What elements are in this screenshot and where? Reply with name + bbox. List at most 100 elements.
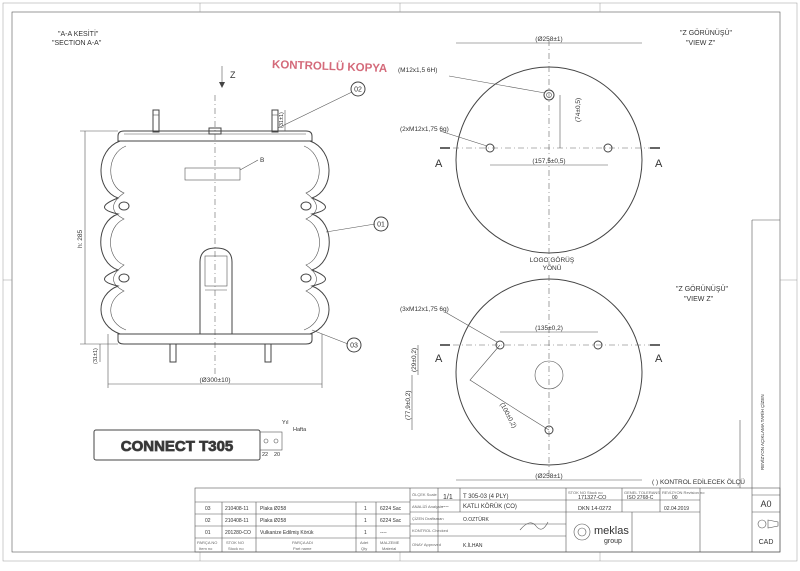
section-a-left-top: A — [435, 158, 443, 170]
bellows-section-view: B 02 01 03 h: 285 (31±1) (31±1) (Ø300±10… — [77, 81, 389, 388]
rev-label: REVİZYON Revision no — [662, 490, 705, 495]
bellows-inner-right — [303, 145, 320, 331]
d100-dim: (100±0,2) — [498, 402, 517, 430]
m12x3-dim: (3xM12x1,75 6g) — [400, 306, 449, 313]
stock-label: STOK NO Stock no — [568, 490, 603, 495]
internal-bumper — [199, 247, 233, 334]
connect-20: 20 — [274, 452, 280, 458]
dkn-no: DKN 14-0272 — [578, 506, 611, 512]
logo-view-line2: YÖNÜ — [543, 264, 562, 272]
section-label-tr: "A-A KESİTİ" — [58, 29, 99, 38]
section-a-right-top: A — [655, 158, 663, 170]
parts-row-2-code: 210408-11 — [225, 518, 249, 524]
cad-label: CAD — [759, 539, 774, 546]
view-z-bottom-en: "VIEW Z" — [684, 296, 714, 303]
bolt-hole-left — [485, 143, 495, 153]
bottom-bolt-right — [264, 343, 272, 363]
header-qty-tr: Adet — [360, 540, 369, 545]
control-note: ( ) KONTROL EDİLECEK ÖLÇÜ — [652, 477, 745, 486]
header-material-tr: MALZEME — [380, 540, 400, 545]
parts-row-3-no: 01 — [205, 530, 211, 536]
d157-dim: (157,5±0,5) — [532, 158, 565, 165]
bolt-bottom-dim: (31±1) — [93, 348, 99, 364]
header-item-en: Item no — [199, 546, 213, 551]
center-port — [543, 89, 555, 101]
bottom-bolt-left — [169, 343, 177, 363]
header-stock-tr: STOK NO — [226, 540, 244, 545]
parts-row-1-code: 210408-11 — [225, 506, 249, 512]
header-material-en: Material — [382, 546, 396, 551]
header-qty-en: Qty — [361, 546, 367, 551]
parts-table: 03 210408-11 Plaka Ø258 1 6224 Sac 02 21… — [195, 488, 411, 552]
d77-dim: (77,9±0,2) — [405, 390, 412, 420]
balloon-03 — [346, 337, 362, 353]
d29-dim: (29±0,2) — [411, 348, 418, 372]
rev-value: 00 — [672, 495, 678, 501]
title-block: 03 210408-11 Plaka Ø258 1 6224 Sac 02 21… — [194, 219, 781, 553]
connect-hafta: Hafta — [293, 427, 307, 433]
bolt-top-dim: (31±1) — [279, 112, 285, 128]
scale-label: ÖLÇEK Scale — [412, 492, 437, 497]
company-logo-icon — [573, 523, 591, 541]
bottom-hole-lower — [544, 425, 554, 435]
height-dim: h: 285 — [77, 230, 84, 248]
connect-yil: Yıl — [282, 420, 288, 426]
width-dim: (Ø300±10) — [199, 377, 230, 384]
logo-view-line1: LOGO GÖRÜŞ — [530, 256, 575, 264]
girdle-ring-left-2 — [118, 273, 130, 283]
bottom-center-boss — [534, 360, 564, 390]
connect-label: CONNECT T305 Yıl Hafta 22 20 — [93, 420, 307, 461]
parts-row-3-material: ---- — [380, 530, 387, 536]
parts-row-2-material: 6224 Sac — [380, 518, 402, 524]
header-name-en: Part name — [293, 546, 312, 551]
std-value: ISO 2768-C — [627, 495, 654, 501]
approved-by: K.İLHAN — [463, 542, 483, 549]
section-a-left-bottom: A — [435, 353, 443, 365]
scale-value: 1/1 — [443, 494, 453, 501]
top-plate-view: "Z GÖRÜNÜŞÜ" "VIEW Z" (Ø258±1) (M12x1,5 … — [398, 29, 733, 265]
detail-b-label: B — [260, 157, 264, 164]
girdle-ring-right-1 — [300, 201, 312, 211]
parts-row-3-code: 201280-CO — [225, 530, 251, 536]
company-sub: group — [604, 538, 622, 545]
parts-row-2-no: 02 — [205, 518, 211, 524]
connect-label-text: CONNECT T305 — [121, 438, 234, 455]
top-plate — [117, 130, 313, 142]
projection-symbol-icon — [757, 519, 767, 529]
d135-dim: (135±0,2) — [535, 325, 563, 332]
stock-no: 171327-CO — [578, 495, 607, 501]
svg-text:02: 02 — [354, 87, 362, 94]
drawn-by: O.OZTÜRK — [463, 516, 489, 523]
section-a-right-bottom: A — [655, 353, 663, 365]
girdle-ring-right-2 — [300, 273, 312, 283]
parts-row-2-qty: 1 — [364, 518, 367, 524]
signature-mark — [519, 521, 549, 531]
balloon-02 — [350, 81, 366, 97]
border-ticks — [3, 3, 797, 561]
svg-text:01: 01 — [377, 222, 385, 229]
bellows-inner-left — [110, 145, 127, 331]
bottom-hole-left — [495, 340, 505, 350]
company-name: meklas — [594, 525, 629, 537]
girdle-ring-left-1 — [118, 201, 130, 211]
drawn-label: ÇİZEN Draftsman — [412, 516, 444, 521]
tolerance-label: ANALİZİ Analysis — [412, 504, 443, 509]
parts-row-1-material: 6224 Sac — [380, 506, 402, 512]
parts-row-1-name: Plaka Ø258 — [260, 506, 286, 512]
view-z-bottom-tr: "Z GÖRÜNÜŞÜ" — [676, 285, 729, 293]
top-dia-dim: (Ø258±1) — [535, 36, 562, 43]
date-value: 02.04.2019 — [664, 506, 689, 512]
bottom-plate — [117, 333, 313, 345]
bottom-plate-view: "Z GÖRÜNÜŞÜ" "VIEW Z" (3xM12x1,75 6g) (1… — [400, 275, 729, 481]
m12-dim: (M12x1,5 6H) — [398, 67, 437, 74]
logo-area — [184, 167, 241, 181]
header-name-tr: PARÇA ADI — [292, 540, 313, 545]
controlled-copy-stamp: KONTROLLÜ KOPYA — [272, 58, 388, 75]
header-stock-en: Stock no — [228, 546, 244, 551]
balloon-01 — [373, 216, 389, 232]
sheet-border — [11, 11, 781, 553]
revision-columns: REVİZYON AÇIKLAMA TARİH ÇİZEN — [759, 394, 765, 470]
air-inlet — [208, 127, 222, 135]
